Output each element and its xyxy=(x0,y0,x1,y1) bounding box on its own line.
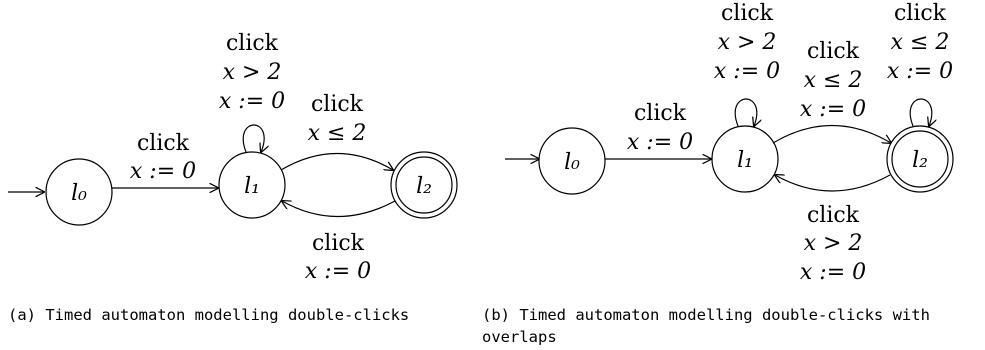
self-loop-l2-reset-b: x := 0 xyxy=(887,59,953,84)
edge-l2-l1-b xyxy=(775,175,891,192)
edge-l0-l1-reset-b: x := 0 xyxy=(627,130,693,155)
state-l0-b xyxy=(538,127,606,195)
figure-b: l₀ click x := 0 l₁ click x > 2 x := 0 cl… xyxy=(482,1,954,346)
state-l1-b xyxy=(711,125,779,193)
edge-l0-l1-event-a: click xyxy=(137,131,190,156)
edge-l2-l1-reset-b: x := 0 xyxy=(800,260,866,285)
state-l2-inner-a xyxy=(395,156,453,214)
caption-a: (a) Timed automaton modelling double-cli… xyxy=(8,306,409,324)
state-l0-a xyxy=(45,158,113,226)
state-l2-label-b: l₂ xyxy=(912,148,928,173)
edge-l1-l2-reset-b: x := 0 xyxy=(800,97,866,122)
state-l1-a xyxy=(218,151,286,219)
edge-l1-l2-event-b: click xyxy=(807,39,860,64)
self-loop-l2-b xyxy=(909,98,932,126)
edge-l1-l2-a xyxy=(280,152,393,171)
state-l0-label-b: l₀ xyxy=(564,150,580,175)
state-l2-label-a: l₂ xyxy=(416,174,432,199)
edge-l2-l1-event-a: click xyxy=(312,231,365,256)
self-loop-l1-b xyxy=(734,98,757,126)
caption-b-line1: (b) Timed automaton modelling double-cli… xyxy=(482,306,930,324)
edge-l1-l2-event-a: click xyxy=(311,92,364,117)
edge-l2-l1-guard-b: x > 2 xyxy=(804,231,863,256)
edge-l2-l1-a xyxy=(282,201,396,218)
self-loop-l1-event-b: click xyxy=(721,1,774,26)
state-l0-label-a: l₀ xyxy=(71,181,87,206)
edge-l2-l1-reset-a: x := 0 xyxy=(305,259,371,284)
self-loop-l1-guard-a: x > 2 xyxy=(223,60,282,85)
state-l1-label-a: l₁ xyxy=(244,174,260,199)
edge-l1-l2-guard-a: x ≤ 2 xyxy=(308,121,367,146)
edge-l1-l2-guard-b: x ≤ 2 xyxy=(804,68,863,93)
edge-l2-l1-event-b: click xyxy=(807,203,860,228)
figure-a: l₀ click x := 0 l₁ click x > 2 x := 0 cl… xyxy=(8,31,458,324)
edge-l1-l2-b xyxy=(772,124,891,144)
self-loop-l1-reset-b: x := 0 xyxy=(714,59,780,84)
state-l2-inner-b xyxy=(891,130,949,188)
self-loop-l1-guard-b: x > 2 xyxy=(718,30,777,55)
caption-b-line2: overlaps xyxy=(482,328,557,346)
self-loop-l2-event-b: click xyxy=(894,1,947,26)
self-loop-l1-event-a: click xyxy=(226,31,279,56)
self-loop-l2-guard-b: x ≤ 2 xyxy=(891,30,950,55)
state-l1-label-b: l₁ xyxy=(737,148,753,173)
edge-l0-l1-reset-a: x := 0 xyxy=(130,159,196,184)
self-loop-l1-reset-a: x := 0 xyxy=(219,89,285,114)
edge-l0-l1-event-b: click xyxy=(634,101,687,126)
self-loop-l1-a xyxy=(242,124,264,152)
